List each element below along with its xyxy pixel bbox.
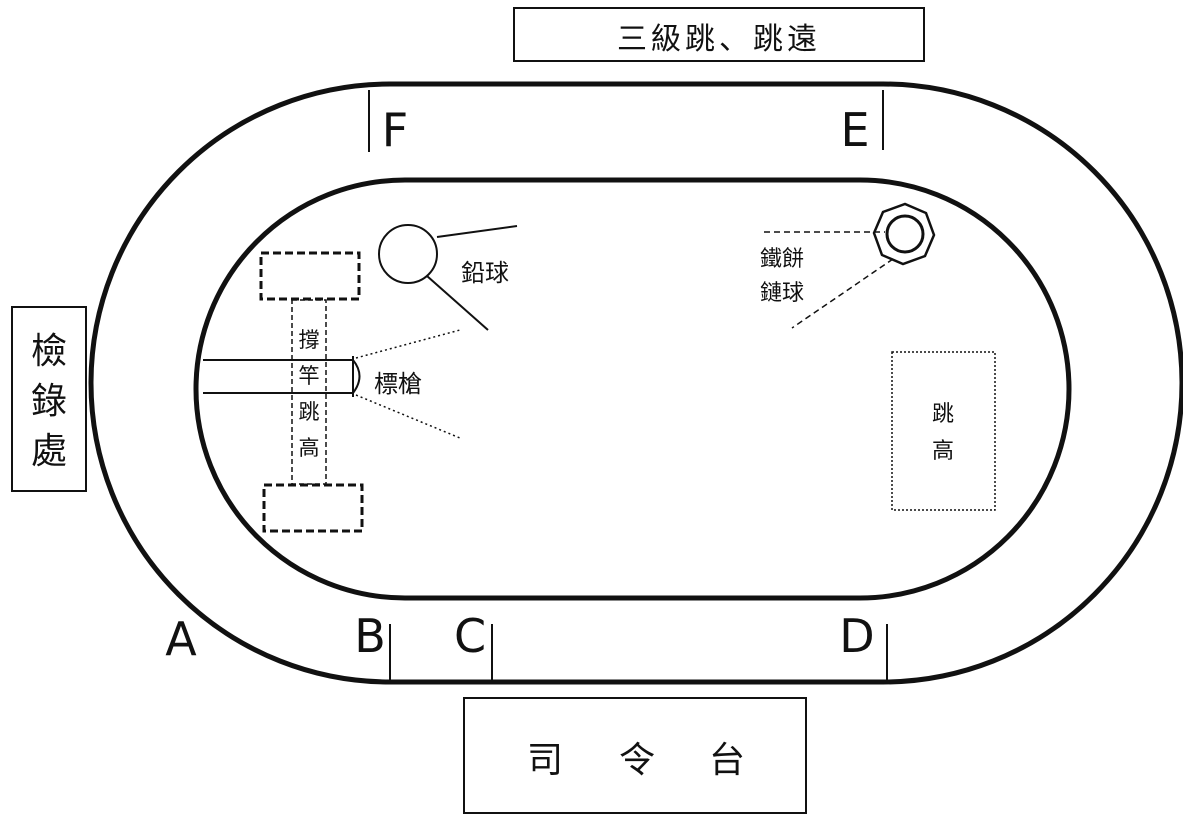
pole-vault-char-3: 跳	[299, 400, 320, 424]
shot-put-circle	[378, 224, 438, 284]
check-in-char-1: 檢	[31, 331, 67, 372]
high-jump-char-1: 跳	[932, 402, 954, 427]
check-in-char-2: 錄	[31, 381, 67, 422]
discus-hammer-circle	[885, 214, 925, 254]
reviewing-stand-char-2: 令	[619, 740, 655, 781]
high-jump-area: 跳 高	[891, 351, 996, 511]
point-f-label: F	[382, 103, 408, 157]
shot-put-area: 鉛球	[378, 224, 518, 331]
point-a-label: A	[165, 612, 197, 666]
reviewing-stand-sign: 司 令 台	[463, 697, 807, 814]
triple-jump-long-jump-label: 三級跳、跳遠	[617, 22, 821, 57]
reviewing-stand-char-3: 台	[709, 740, 745, 781]
pole-vault-char-2: 竿	[299, 364, 320, 388]
discus-label: 鐵餅	[760, 247, 804, 272]
triple-jump-long-jump-sign: 三級跳、跳遠	[513, 7, 925, 62]
pole-vault-runway	[291, 299, 327, 485]
javelin-area: 標槍	[203, 329, 461, 439]
point-d-label: D	[839, 609, 874, 663]
reviewing-stand-char-1: 司	[527, 740, 563, 781]
point-b-label: B	[354, 609, 386, 663]
discus-hammer-area: 鐵餅 鏈球	[760, 202, 936, 329]
inner-track-line	[193, 177, 1072, 601]
shot-put-label: 鉛球	[461, 259, 509, 287]
javelin-label: 標槍	[374, 370, 422, 398]
point-c-label: C	[454, 609, 486, 663]
outer-track-line	[88, 81, 1183, 685]
pole-vault-landing-top	[259, 251, 361, 301]
pole-vault-landing-bottom	[262, 483, 364, 533]
point-e-label: E	[840, 103, 869, 157]
pole-vault-char-4: 高	[299, 436, 320, 460]
discus-hammer-cage	[872, 202, 936, 266]
pole-vault-char-1: 撐	[299, 328, 320, 352]
pole-vault-area: 撐 竿 跳 高	[259, 251, 364, 533]
check-in-char-3: 處	[31, 431, 67, 472]
high-jump-box	[891, 351, 996, 511]
high-jump-char-2: 高	[932, 439, 954, 464]
hammer-label: 鏈球	[760, 281, 804, 306]
check-in-sign: 檢 錄 處	[11, 306, 87, 492]
